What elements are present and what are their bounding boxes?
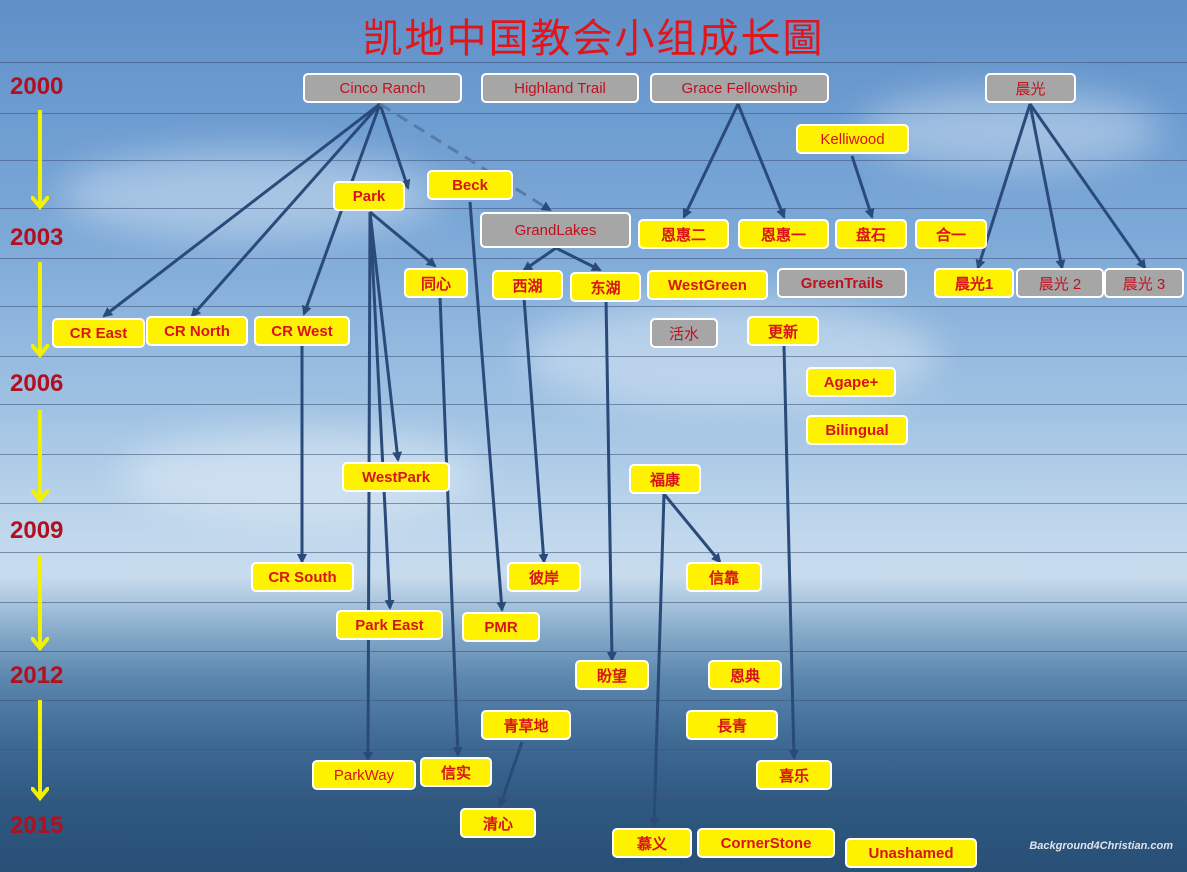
edge-park-to-park-east [368,211,395,610]
node-cr-south: CR South [251,562,354,592]
grid-line [0,700,1187,701]
year-label-2006: 2006 [10,370,64,397]
edge-cinco-to-grandlakes [379,102,552,212]
grid-line [0,306,1187,307]
node-xile: 喜乐 [756,760,832,790]
node-kelliwood: Kelliwood [796,124,909,154]
grid-line [0,258,1187,259]
edge-chenguang-to-2 [1028,103,1066,270]
node-panwang: 盼望 [575,660,649,690]
node-parkway: ParkWay [312,760,416,790]
growth-arrows [102,102,1147,828]
edge-park-to-tongxin [369,210,437,268]
edge-donghu-to-panwang [604,297,617,662]
node-chenguang-1: 晨光1 [934,268,1014,298]
node-cinco-ranch: Cinco Ranch [303,73,462,103]
node-changqing: 長青 [686,710,778,740]
cloud-decoration [860,90,1160,170]
node-chenguang: 晨光 [985,73,1076,103]
edge-park-to-westpark [368,211,403,462]
year-label-2003: 2003 [10,224,64,251]
year-label-2009: 2009 [10,517,64,544]
node-unashamed: Unashamed [845,838,977,868]
node-gengxin: 更新 [747,316,819,346]
node-donghu: 东湖 [570,272,641,302]
node-pmr: PMR [462,612,540,642]
edge-qingcaodi-to-qingxin [497,741,524,808]
edge-grandlakes-to-donghu [555,246,602,272]
edge-grandlakes-to-xihu [522,246,557,272]
node-greentrails: GreenTrails [777,268,907,298]
node-enhui-yi: 恩惠一 [738,219,829,249]
node-heyi: 合一 [915,219,987,249]
year-label-2000: 2000 [10,73,64,100]
node-bian: 彼岸 [507,562,581,592]
year-label-2015: 2015 [10,812,64,839]
grid-line [0,454,1187,455]
edge-chenguang-to-3 [1028,103,1147,270]
edge-gengxin-to-xile [782,345,799,760]
node-huoshui: 活水 [650,318,718,348]
edge-beck-to-pmr [468,201,507,612]
node-enhui-er: 恩惠二 [638,219,729,249]
grid-line [0,208,1187,209]
node-park: Park [333,181,405,211]
node-qingxin: 清心 [460,808,536,838]
node-grandlakes: GrandLakes [480,212,631,248]
grid-line [0,160,1187,161]
edge-xihu-to-bian [522,297,549,564]
node-muyi: 慕义 [612,828,692,858]
node-park-east: Park East [336,610,443,640]
grid-line [0,749,1187,750]
edge-cinco-to-cr-north [190,103,382,318]
node-westgreen: WestGreen [647,270,768,300]
node-grace-fellowship: Grace Fellowship [650,73,829,103]
node-chenguang-2: 晨光 2 [1016,268,1104,298]
diagram-title: 凯地中国教会小组成长圖 [362,16,825,62]
grid-line [0,798,1187,799]
node-panshi: 盘石 [835,219,907,249]
edge-cinco-to-cr-east [102,102,381,318]
node-xihu: 西湖 [492,270,563,300]
node-qingcaodi: 青草地 [481,710,571,740]
edge-grace-to-enhui-er [682,103,740,219]
node-westpark: WestPark [342,462,450,492]
grid-line [0,651,1187,652]
edge-cinco-to-park [378,103,411,190]
grid-line [0,356,1187,357]
node-bilingual: Bilingual [806,415,908,445]
year-label-2012: 2012 [10,662,64,689]
node-xinkao: 信靠 [686,562,762,592]
node-agape: Agape+ [806,367,896,397]
edge-fukang-to-xinkao [662,493,722,564]
edge-grace-to-enhui-yi [736,103,786,219]
node-cr-east: CR East [52,318,145,348]
grid-line [0,404,1187,405]
node-beck: Beck [427,170,513,200]
node-highland-trail: Highland Trail [481,73,639,103]
grid-line [0,113,1187,114]
grid-line [0,62,1187,63]
node-cornerstone: CornerStone [697,828,835,858]
grid-line [0,552,1187,553]
node-tongxin: 同心 [404,268,468,298]
edge-tongxin-to-xinshi [438,295,463,757]
node-endian: 恩典 [708,660,782,690]
grid-line [0,503,1187,504]
node-cr-west: CR West [254,316,350,346]
node-fukang: 福康 [629,464,701,494]
edge-kelliwood-to-panshi [850,155,875,219]
grid-line [0,602,1187,603]
node-cr-north: CR North [146,316,248,346]
edge-fukang-to-muyi [649,493,666,828]
watermark-text: Background4Christian.com [1029,840,1173,852]
node-xinshi: 信实 [420,757,492,787]
node-chenguang-3: 晨光 3 [1104,268,1184,298]
